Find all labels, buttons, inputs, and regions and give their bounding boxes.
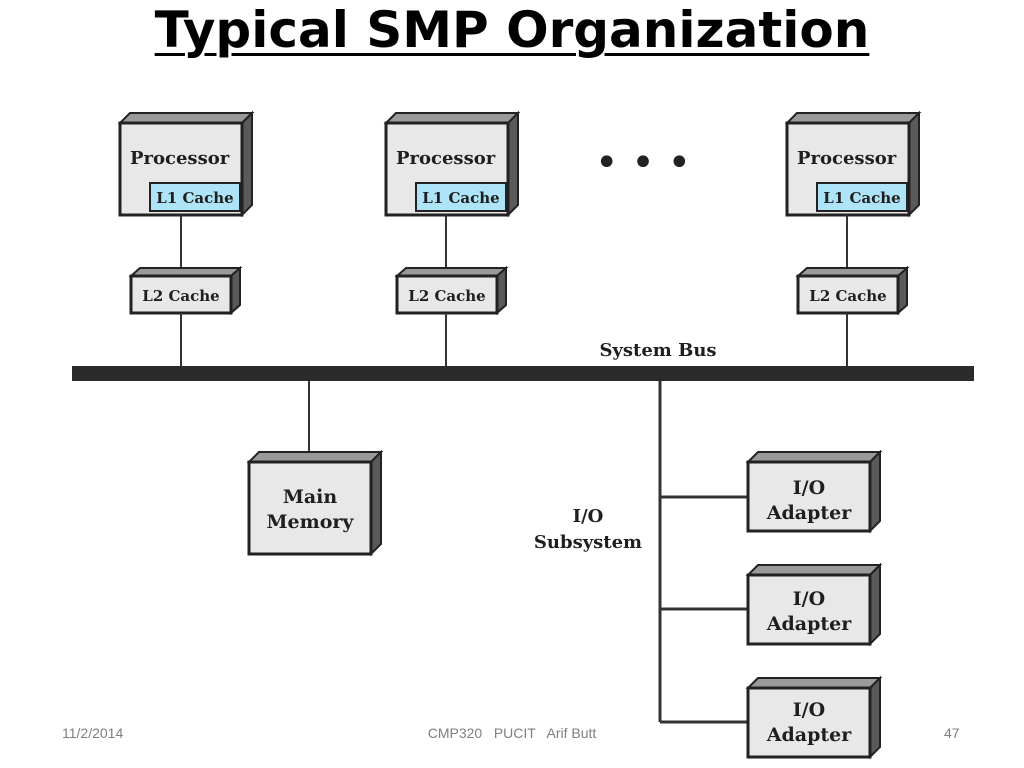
io-adapter-2: I/O Adapter — [745, 562, 883, 647]
main-memory-label-line2: Memory — [267, 511, 355, 533]
ellipsis: • • • — [595, 140, 691, 186]
l2-cache: L2 Cache — [128, 265, 243, 316]
io-adapter-label-line2: Adapter — [766, 613, 852, 635]
io-subsystem-label-line2: Subsystem — [534, 532, 642, 553]
processor-label: Processor — [396, 148, 496, 169]
l2-cache: L2 Cache — [394, 265, 509, 316]
io-adapter-label-line1: I/O — [793, 588, 825, 610]
footer-center: CMP320 PUCIT Arif Butt — [427, 725, 597, 741]
processor-unit-3: Processor L1 Cache L2 Cache — [784, 110, 922, 366]
system-bus-label: System Bus — [599, 340, 716, 361]
processor-unit-1: Processor L1 Cache L2 Cache — [117, 110, 255, 366]
main-memory-label-line1: Main — [283, 486, 338, 508]
io-subsystem-label-line1: I/O — [573, 506, 604, 527]
l1-cache: L1 Cache — [149, 182, 241, 212]
io-adapter-1: I/O Adapter — [745, 449, 883, 534]
l1-cache: L1 Cache — [816, 182, 908, 212]
io-adapter-label-line1: I/O — [793, 699, 825, 721]
io-adapter-label-line1: I/O — [793, 477, 825, 499]
processor-unit-2: Processor L1 Cache L2 Cache — [383, 110, 521, 366]
io-adapter-label-line2: Adapter — [766, 724, 852, 746]
l2-cache-label: L2 Cache — [142, 287, 219, 305]
footer-date: 11/2/2014 — [62, 725, 124, 741]
l2-cache: L2 Cache — [795, 265, 910, 316]
l1-cache-label: L1 Cache — [422, 189, 499, 207]
io-adapter-3: I/O Adapter — [745, 675, 883, 760]
l2-cache-label: L2 Cache — [408, 287, 485, 305]
footer-page-number: 47 — [944, 725, 960, 741]
l1-cache: L1 Cache — [415, 182, 507, 212]
main-memory-box: Main Memory — [246, 449, 384, 557]
io-adapter-label-line2: Adapter — [766, 502, 852, 524]
l1-cache-label: L1 Cache — [156, 189, 233, 207]
processor-label: Processor — [130, 148, 230, 169]
processor-label: Processor — [797, 148, 897, 169]
slide-title-text: Typical SMP Organization — [154, 1, 870, 59]
io-trunk — [658, 381, 748, 724]
l1-cache-label: L1 Cache — [823, 189, 900, 207]
l2-cache-label: L2 Cache — [809, 287, 886, 305]
slide-title: Typical SMP Organization — [0, 0, 1024, 60]
system-bus — [72, 366, 974, 381]
